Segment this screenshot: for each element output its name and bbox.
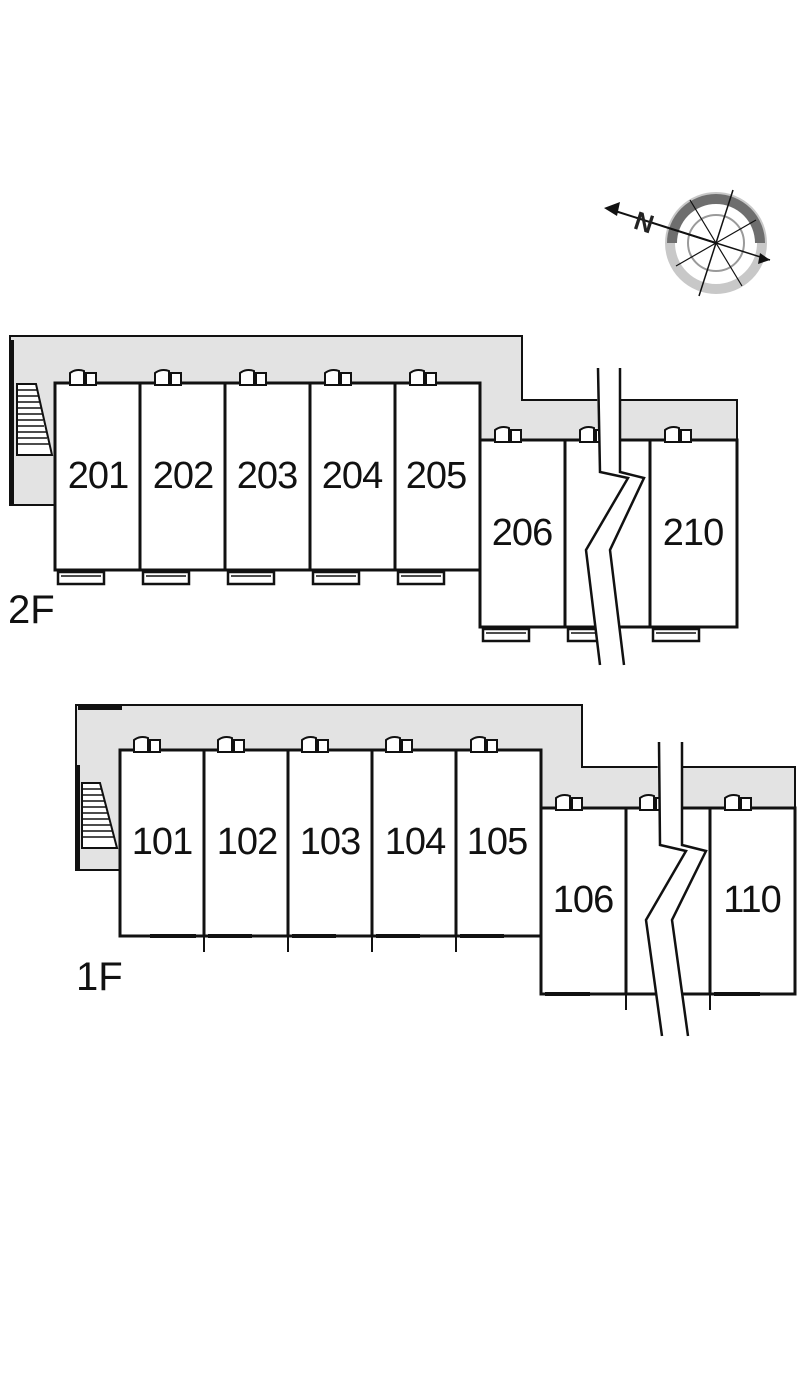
floor-1f-plan: 101 102 103 104 105 [75, 704, 797, 1037]
unit-label: 101 [132, 821, 192, 863]
unit-106: 106 [539, 793, 628, 996]
floor-2f-plan: 201 202 203 204 205 [8, 335, 739, 666]
unit-205: 205 [393, 368, 482, 586]
unit-label: 206 [492, 512, 552, 554]
staircase-2f [16, 383, 54, 456]
unit-202: 202 [138, 368, 227, 586]
unit-103: 103 [286, 735, 374, 952]
unit-label: 204 [322, 455, 383, 497]
unit-label: 106 [553, 879, 613, 921]
unit-104: 104 [370, 735, 458, 952]
break-line [644, 741, 708, 1037]
floor-label-2f: 2F [8, 588, 55, 632]
unit-206: 206 [478, 425, 567, 643]
compass-rose-icon: N [604, 189, 771, 297]
unit-label: 104 [385, 821, 446, 863]
unit-label: 103 [300, 821, 360, 863]
unit-204: 204 [308, 368, 397, 586]
unit-label: 102 [217, 821, 277, 863]
unit-201: 201 [53, 368, 142, 586]
unit-label: 110 [723, 879, 781, 921]
break-line [584, 367, 646, 666]
unit-105: 105 [454, 735, 543, 952]
unit-101: 101 [118, 735, 206, 938]
unit-label: 203 [237, 455, 297, 497]
staircase-1f [81, 782, 119, 849]
floor-label-1f: 1F [76, 955, 123, 999]
unit-label: 202 [153, 455, 213, 497]
unit-label: 210 [663, 512, 723, 554]
unit-102: 102 [202, 735, 290, 952]
unit-203: 203 [223, 368, 312, 586]
unit-label: 205 [406, 455, 466, 497]
unit-label: 105 [467, 821, 527, 863]
unit-label: 201 [68, 455, 128, 497]
unit-110: 110 [708, 793, 797, 1010]
unit-210: 210 [648, 425, 739, 643]
compass-north-label: N [631, 205, 658, 239]
